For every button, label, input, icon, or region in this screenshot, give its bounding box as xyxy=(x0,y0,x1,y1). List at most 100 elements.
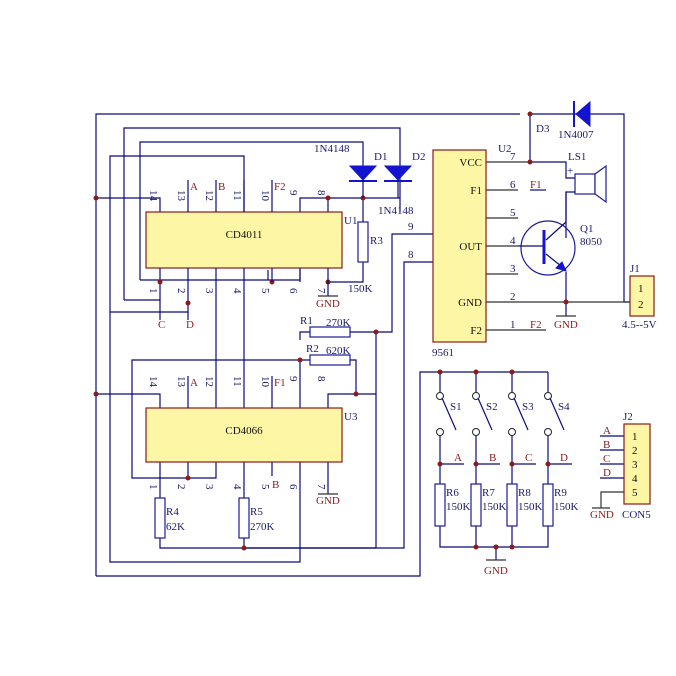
pin-number: 2 xyxy=(510,291,516,303)
resistor-value: 270K xyxy=(250,521,275,533)
connector-value: CON5 xyxy=(622,509,651,521)
transistor-ref: Q1 xyxy=(580,223,593,235)
pin-label: 2 xyxy=(175,288,187,294)
pin-number: 5 xyxy=(510,207,516,219)
switch-ref: S3 xyxy=(522,401,534,413)
transistor-value: 8050 xyxy=(580,236,603,248)
pin-label: 11 xyxy=(231,190,243,201)
pin-label: 9 xyxy=(287,376,299,382)
pin-label: 7 xyxy=(315,288,327,294)
resistor-ref: R1 xyxy=(300,315,313,327)
net-label: B xyxy=(489,452,496,464)
pin-number: 6 xyxy=(510,179,516,191)
net-label: D xyxy=(603,467,611,479)
resistor-ref: R6 xyxy=(446,487,459,499)
diode-d1: D1 1N4148 xyxy=(314,143,387,198)
pin-label: 11 xyxy=(231,376,243,387)
chip-u1-name: CD4011 xyxy=(226,229,263,241)
switch-s3: S3 C xyxy=(508,392,534,464)
resistor-ref: R5 xyxy=(250,506,263,518)
chip-u2: U2 9561 VCC F1 OUT GND F2 7 6 5 4 3 2 1 … xyxy=(408,143,542,359)
connector-j1: J1 1 2 4.5--5V xyxy=(622,263,657,331)
pin-label: 3 xyxy=(203,484,215,490)
pin-number: 1 xyxy=(638,283,644,295)
diode-ref: D2 xyxy=(412,151,425,163)
pin-label: VCC xyxy=(459,157,482,169)
pin-number: 4 xyxy=(632,473,638,485)
switch-s4: S4 D xyxy=(544,392,570,464)
chip-u2-name: 9561 xyxy=(432,347,454,359)
pin-number: 3 xyxy=(632,459,638,471)
resistor-ref: R3 xyxy=(370,235,383,247)
pin-label: 13 xyxy=(175,190,187,202)
speaker-polarity: + xyxy=(567,165,573,177)
net-label-b: B xyxy=(218,181,225,193)
net-label-a: A xyxy=(190,377,198,389)
pin-label: 2 xyxy=(175,484,187,490)
pin-label: 3 xyxy=(203,288,215,294)
chip-u3: CD4066 U3 14 13 12 11 10 9 8 1 2 3 4 5 6… xyxy=(145,376,358,507)
resistor-r2: R2 620K xyxy=(306,343,351,366)
junctions xyxy=(93,111,569,551)
speaker-ref: LS1 xyxy=(568,151,586,163)
pin-label: 8 xyxy=(315,376,327,382)
resistor-value: 150K xyxy=(348,283,373,295)
pin-label: 14 xyxy=(147,376,159,388)
pin-number: 4 xyxy=(510,235,516,247)
resistor-value: 150K xyxy=(482,501,507,513)
diode-ref: D1 xyxy=(374,151,387,163)
resistor-value: 270K xyxy=(326,317,351,329)
gnd-label: GND xyxy=(484,565,508,577)
net-label-f1: F1 xyxy=(274,377,286,389)
resistor-ref: R2 xyxy=(306,343,319,355)
pin-number: 1 xyxy=(510,319,516,331)
pin-number: 8 xyxy=(408,249,414,261)
resistor-value: 150K xyxy=(518,501,543,513)
speaker-ls1: LS1 + xyxy=(567,151,607,204)
chip-u1: CD4011 U1 14 13 12 11 10 9 8 1 2 3 4 5 6… xyxy=(145,180,357,331)
pin-label: 8 xyxy=(315,190,327,196)
gnd-label: GND xyxy=(316,495,340,507)
pin-number: 9 xyxy=(408,221,414,233)
net-label: A xyxy=(454,452,462,464)
pin-number: 3 xyxy=(510,263,516,275)
pin-label: 4 xyxy=(231,484,243,490)
pin-label: 6 xyxy=(287,484,299,490)
pin-label: 12 xyxy=(203,376,215,387)
chip-u2-ref: U2 xyxy=(498,143,511,155)
resistor-ref: R4 xyxy=(166,506,179,518)
gnd-label: GND xyxy=(554,319,578,331)
pin-label: 14 xyxy=(147,190,159,202)
resistor-value: 62K xyxy=(166,521,185,533)
resistor-r5: R5 270K xyxy=(238,497,275,539)
resistor-r8: R8 150K xyxy=(506,483,543,527)
pin-label: OUT xyxy=(459,241,482,253)
switch-ref: S2 xyxy=(486,401,498,413)
net-label: C xyxy=(525,452,532,464)
pin-label: 12 xyxy=(203,190,215,201)
pin-label: 1 xyxy=(147,484,159,490)
diode-value: 1N4007 xyxy=(558,129,594,141)
pin-label: 9 xyxy=(287,190,299,196)
pin-label: 4 xyxy=(231,288,243,294)
pin-label: 13 xyxy=(175,376,187,388)
diode-ref: D3 xyxy=(536,123,550,135)
net-label-b: B xyxy=(272,479,279,491)
net-label-a: A xyxy=(190,181,198,193)
net-label-d: D xyxy=(186,319,194,331)
chip-u3-ref: U3 xyxy=(344,411,358,423)
pin-number: 5 xyxy=(632,487,638,499)
net-label: B xyxy=(603,439,610,451)
gnd-symbol: GND xyxy=(316,493,340,507)
gnd-label: GND xyxy=(590,509,614,521)
diode-d2: D2 1N4148 xyxy=(378,151,425,217)
net-label-f1: F1 xyxy=(530,179,542,191)
resistor-ref: R7 xyxy=(482,487,495,499)
gnd-symbol: GND xyxy=(316,295,340,310)
net-label: D xyxy=(560,452,568,464)
resistor-ref: R9 xyxy=(554,487,567,499)
resistor-value: 150K xyxy=(446,501,471,513)
resistor-r3: R3 150K xyxy=(348,221,383,295)
pin-label: 5 xyxy=(259,484,271,490)
pin-label: F2 xyxy=(470,325,482,337)
